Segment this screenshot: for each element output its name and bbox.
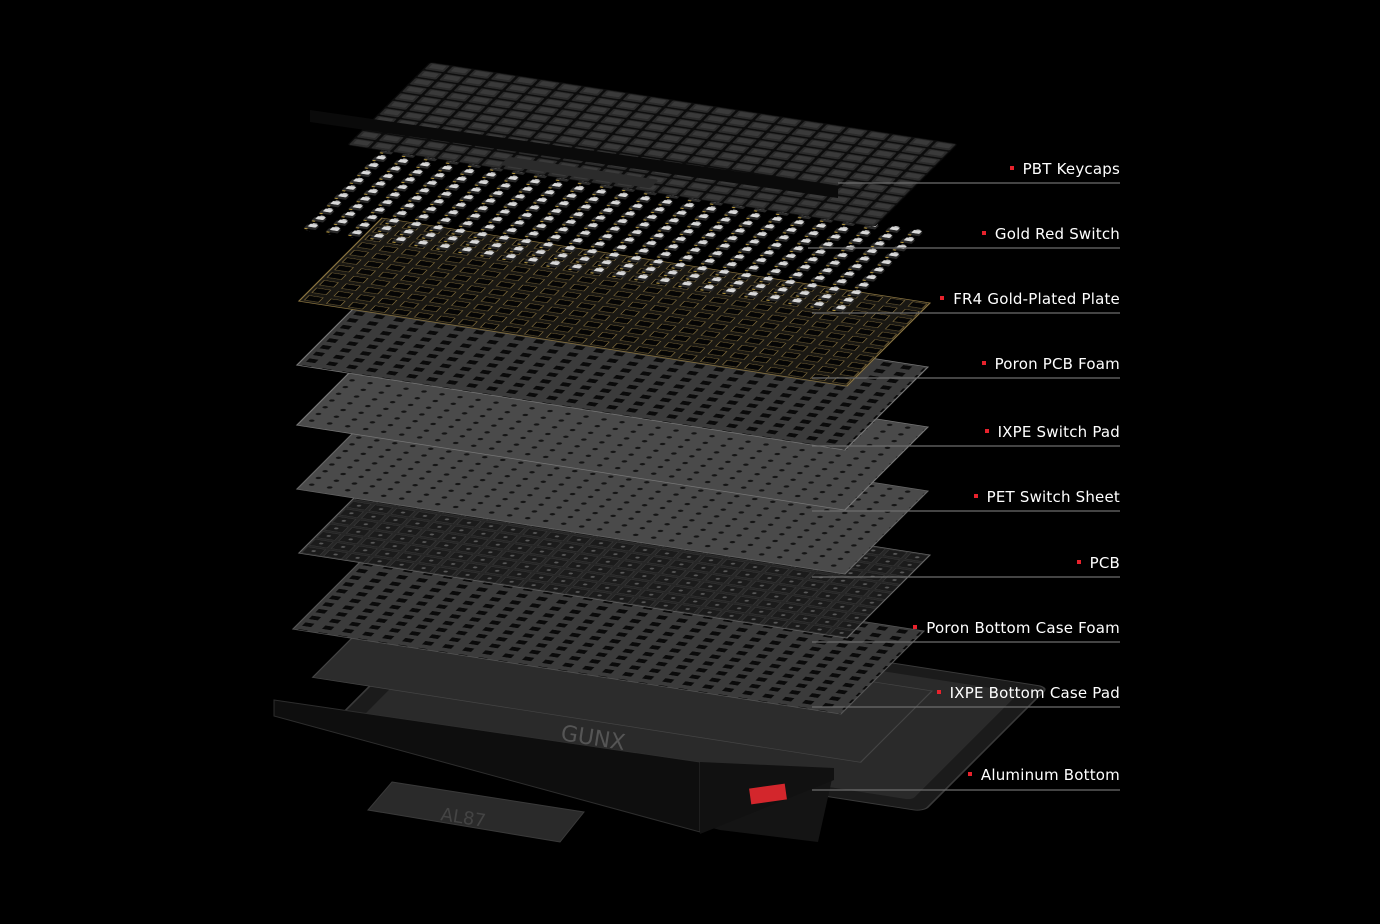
- bullet-icon: [981, 230, 986, 235]
- label-ixpe-bottom-case-pad: IXPE Bottom Case Pad: [936, 684, 1120, 702]
- label-text: PET Switch Sheet: [986, 488, 1120, 506]
- label-aluminum-bottom: Aluminum Bottom: [967, 766, 1120, 784]
- pbt-keycaps-layer: [310, 62, 957, 227]
- label-poron-pcb-foam: Poron PCB Foam: [981, 355, 1120, 373]
- label-text: Poron Bottom Case Foam: [926, 619, 1120, 637]
- label-text: PBT Keycaps: [1022, 160, 1120, 178]
- bullet-icon: [940, 295, 945, 300]
- label-text: PCB: [1089, 554, 1120, 572]
- label-ixpe-switch-pad: IXPE Switch Pad: [984, 423, 1120, 441]
- label-fr4-gold-plated-plate: FR4 Gold-Plated Plate: [940, 290, 1120, 308]
- label-text: Gold Red Switch: [994, 225, 1120, 243]
- bullet-icon: [1076, 559, 1081, 564]
- label-text: Poron PCB Foam: [994, 355, 1120, 373]
- bullet-icon: [936, 689, 941, 694]
- callout-lines: [808, 182, 1120, 791]
- bullet-icon: [981, 360, 986, 365]
- label-text: Aluminum Bottom: [980, 766, 1120, 784]
- bullet-icon: [1009, 165, 1014, 170]
- bullet-icon: [973, 493, 978, 498]
- gold-red-switch-layer: [296, 146, 928, 315]
- label-text: IXPE Bottom Case Pad: [949, 684, 1120, 702]
- bullet-icon: [913, 624, 918, 629]
- label-pbt-keycaps: PBT Keycaps: [1009, 160, 1120, 178]
- bullet-icon: [967, 771, 972, 776]
- label-poron-bottom-case-foam: Poron Bottom Case Foam: [913, 619, 1120, 637]
- label-gold-red-switch: Gold Red Switch: [981, 225, 1120, 243]
- label-text: FR4 Gold-Plated Plate: [953, 290, 1120, 308]
- bullet-icon: [984, 428, 989, 433]
- label-pet-switch-sheet: PET Switch Sheet: [973, 488, 1120, 506]
- label-pcb: PCB: [1076, 554, 1120, 572]
- label-text: IXPE Switch Pad: [997, 423, 1120, 441]
